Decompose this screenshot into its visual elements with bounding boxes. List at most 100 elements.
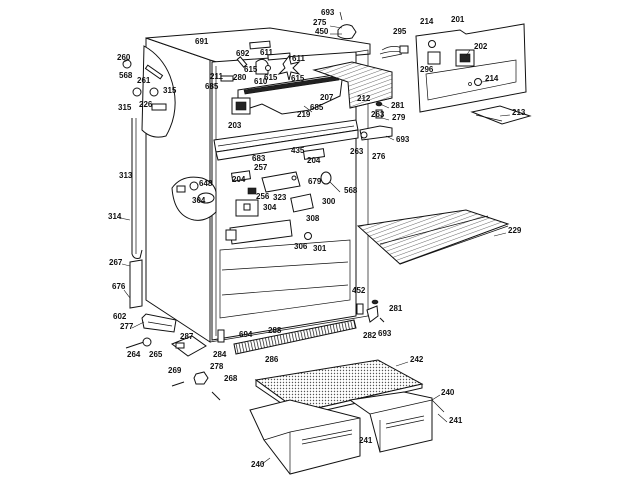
part-label-282: 282 (363, 331, 377, 340)
part-label-204-b: 204 (232, 175, 246, 184)
freezer-shelf-212 (312, 61, 393, 109)
part-label-257: 257 (254, 163, 268, 172)
part-label-568-top: 568 (119, 71, 133, 80)
drain-tube-313 (131, 118, 143, 259)
part-label-286: 286 (265, 355, 279, 364)
part-label-296: 296 (420, 65, 434, 74)
part-label-611-a: 611 (260, 48, 273, 57)
part-label-304-a: 304 (192, 196, 206, 205)
cabinet (145, 27, 371, 343)
duct-207 (231, 73, 343, 115)
part-label-269: 269 (168, 366, 182, 375)
part-label-323: 323 (273, 193, 287, 202)
part-label-280: 280 (233, 73, 247, 82)
wiring-harness-295 (379, 45, 409, 59)
part-label-267-a: 267 (109, 258, 123, 267)
thermostat-callout (122, 45, 176, 138)
part-label-204-a: 204 (307, 156, 321, 165)
part-label-211: 211 (210, 72, 223, 81)
part-label-611-b: 611 (292, 54, 305, 63)
part-label-268: 268 (224, 374, 238, 383)
part-label-281-bot: 281 (389, 304, 403, 313)
part-label-300: 300 (322, 197, 336, 206)
part-label-213: 213 (512, 108, 526, 117)
part-label-694: 694 (239, 330, 253, 339)
part-label-241-b: 241 (359, 436, 373, 445)
part-label-679: 679 (308, 177, 322, 186)
part-label-278: 278 (210, 362, 224, 371)
part-label-203-a: 203 (228, 121, 242, 130)
part-label-287: 287 (180, 332, 194, 341)
divider-rail-203 (213, 119, 359, 161)
part-label-315-a: 315 (163, 86, 177, 95)
part-label-615-a: 615 (244, 65, 258, 74)
wire-shelf-229 (356, 209, 510, 265)
part-label-219: 219 (297, 110, 311, 119)
temperature-control-callout (171, 176, 217, 221)
part-label-288: 288 (268, 326, 282, 335)
part-label-284: 284 (213, 350, 227, 359)
part-label-304-b: 304 (263, 203, 277, 212)
part-label-202: 202 (474, 42, 488, 51)
part-label-313: 313 (119, 171, 133, 180)
part-label-314: 314 (108, 212, 122, 221)
part-label-214-mid: 214 (485, 74, 499, 83)
part-label-648: 648 (199, 179, 213, 188)
part-label-602: 602 (113, 312, 127, 321)
part-label-568-mid: 568 (344, 186, 358, 195)
part-label-693-mid: 693 (396, 135, 410, 144)
part-label-450: 450 (315, 27, 329, 36)
door-stop-parts (356, 299, 385, 323)
hinge-cap-275 (337, 11, 357, 40)
part-label-275: 275 (313, 18, 327, 27)
part-label-229: 229 (508, 226, 522, 235)
part-label-265: 265 (149, 350, 163, 359)
control-panel-201 (415, 23, 527, 113)
part-label-676: 676 (112, 282, 126, 291)
part-label-693-top: 693 (321, 8, 335, 17)
part-label-685-a: 685 (205, 82, 219, 91)
fan-motor-assembly (220, 40, 301, 82)
part-label-683: 683 (252, 154, 266, 163)
part-label-263-b: 263 (350, 147, 364, 156)
part-label-201: 201 (451, 15, 465, 24)
part-label-240-b: 240 (251, 460, 265, 469)
side-trim-267 (129, 259, 177, 333)
part-label-301: 301 (313, 244, 327, 253)
center-hinge (359, 101, 393, 141)
part-label-264: 264 (127, 350, 141, 359)
part-label-260: 260 (117, 53, 131, 62)
crisper-drawer-right-240 (348, 391, 445, 453)
part-label-242: 242 (410, 355, 424, 364)
part-label-240-a: 240 (441, 388, 455, 397)
part-label-435: 435 (291, 146, 305, 155)
leader-lines (119, 25, 511, 465)
part-label-691: 691 (195, 37, 209, 46)
part-label-615-b: 615 (264, 73, 278, 82)
part-label-452: 452 (352, 286, 366, 295)
part-label-276: 276 (372, 152, 386, 161)
part-label-214-top: 214 (420, 17, 434, 26)
part-label-277: 277 (120, 322, 134, 331)
part-label-256: 256 (256, 192, 270, 201)
control-brackets (225, 148, 332, 245)
part-label-212: 212 (357, 94, 371, 103)
part-label-615-c: 615 (291, 74, 305, 83)
part-label-281-top: 281 (391, 101, 405, 110)
crisper-drawer-left-240 (249, 399, 361, 475)
part-label-685-b: 685 (310, 103, 324, 112)
part-label-692: 692 (236, 49, 250, 58)
leveling-parts (125, 329, 225, 401)
part-label-279: 279 (392, 113, 406, 122)
part-label-315-b: 315 (118, 103, 132, 112)
part-label-306: 306 (294, 242, 308, 251)
part-label-226: 226 (139, 100, 153, 109)
part-label-263-a: 263 (371, 110, 385, 119)
part-label-261: 261 (137, 76, 151, 85)
part-label-308: 308 (306, 214, 320, 223)
part-label-610: 610 (254, 77, 268, 86)
light-shield-213 (470, 105, 532, 125)
part-label-241-a: 241 (449, 416, 463, 425)
